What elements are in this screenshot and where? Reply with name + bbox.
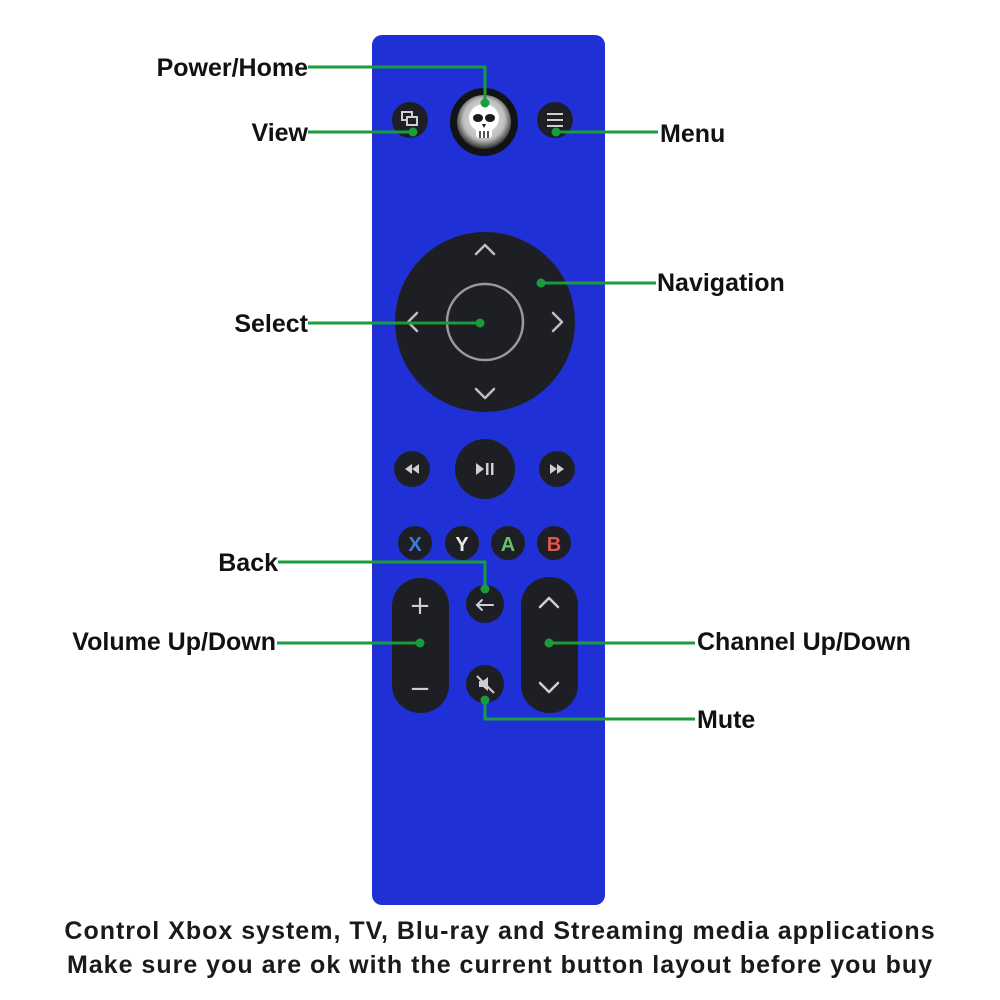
y-button[interactable]: Y: [445, 526, 479, 560]
rewind-icon: [405, 464, 419, 474]
x-button-label: X: [408, 534, 422, 556]
mute-icon: [476, 675, 495, 694]
rewind-button[interactable]: [394, 451, 430, 487]
a-button-label: A: [501, 534, 515, 556]
label-power-home: Power/Home: [157, 54, 309, 82]
label-back: Back: [218, 549, 278, 577]
label-menu: Menu: [660, 120, 725, 148]
fast-forward-icon: [550, 464, 564, 474]
label-mute: Mute: [697, 706, 755, 734]
caption-line-1: Control Xbox system, TV, Blu-ray and Str…: [64, 917, 936, 945]
b-button-label: B: [547, 534, 561, 556]
volume-down-symbol[interactable]: −: [409, 674, 431, 704]
caption-line-2: Make sure you are ok with the current bu…: [66, 951, 934, 979]
label-select: Select: [234, 310, 308, 338]
power-home-button[interactable]: [450, 88, 518, 156]
y-button-label: Y: [455, 534, 469, 556]
label-view: View: [251, 119, 308, 147]
fast-forward-button[interactable]: [539, 451, 575, 487]
b-button[interactable]: B: [537, 526, 571, 560]
play-pause-icon: [476, 463, 494, 475]
play-pause-button[interactable]: [455, 439, 515, 499]
mute-button[interactable]: [466, 665, 504, 703]
skull-logo-icon: [469, 104, 499, 138]
channel-down-icon[interactable]: [538, 681, 560, 694]
menu-button[interactable]: [537, 102, 573, 138]
callout-back: [278, 560, 487, 589]
view-icon: [401, 111, 418, 126]
back-button[interactable]: [466, 585, 504, 623]
a-button[interactable]: A: [491, 526, 525, 560]
label-channel: Channel Up/Down: [697, 628, 911, 656]
nav-up-icon[interactable]: [474, 243, 496, 256]
x-button[interactable]: X: [398, 526, 432, 560]
menu-lines-icon: [547, 113, 563, 127]
callout-lines: [277, 65, 695, 721]
view-button[interactable]: [392, 102, 428, 138]
nav-down-icon[interactable]: [474, 387, 496, 400]
nav-right-icon[interactable]: [551, 311, 564, 333]
back-arrow-icon: [475, 599, 494, 611]
label-navigation: Navigation: [657, 269, 785, 297]
callout-power-home: [308, 65, 487, 103]
channel-up-icon[interactable]: [538, 596, 560, 609]
callout-dots: [408, 98, 561, 705]
label-volume: Volume Up/Down: [72, 628, 276, 656]
callout-mute: [483, 700, 695, 721]
volume-up-symbol[interactable]: +: [409, 591, 431, 621]
